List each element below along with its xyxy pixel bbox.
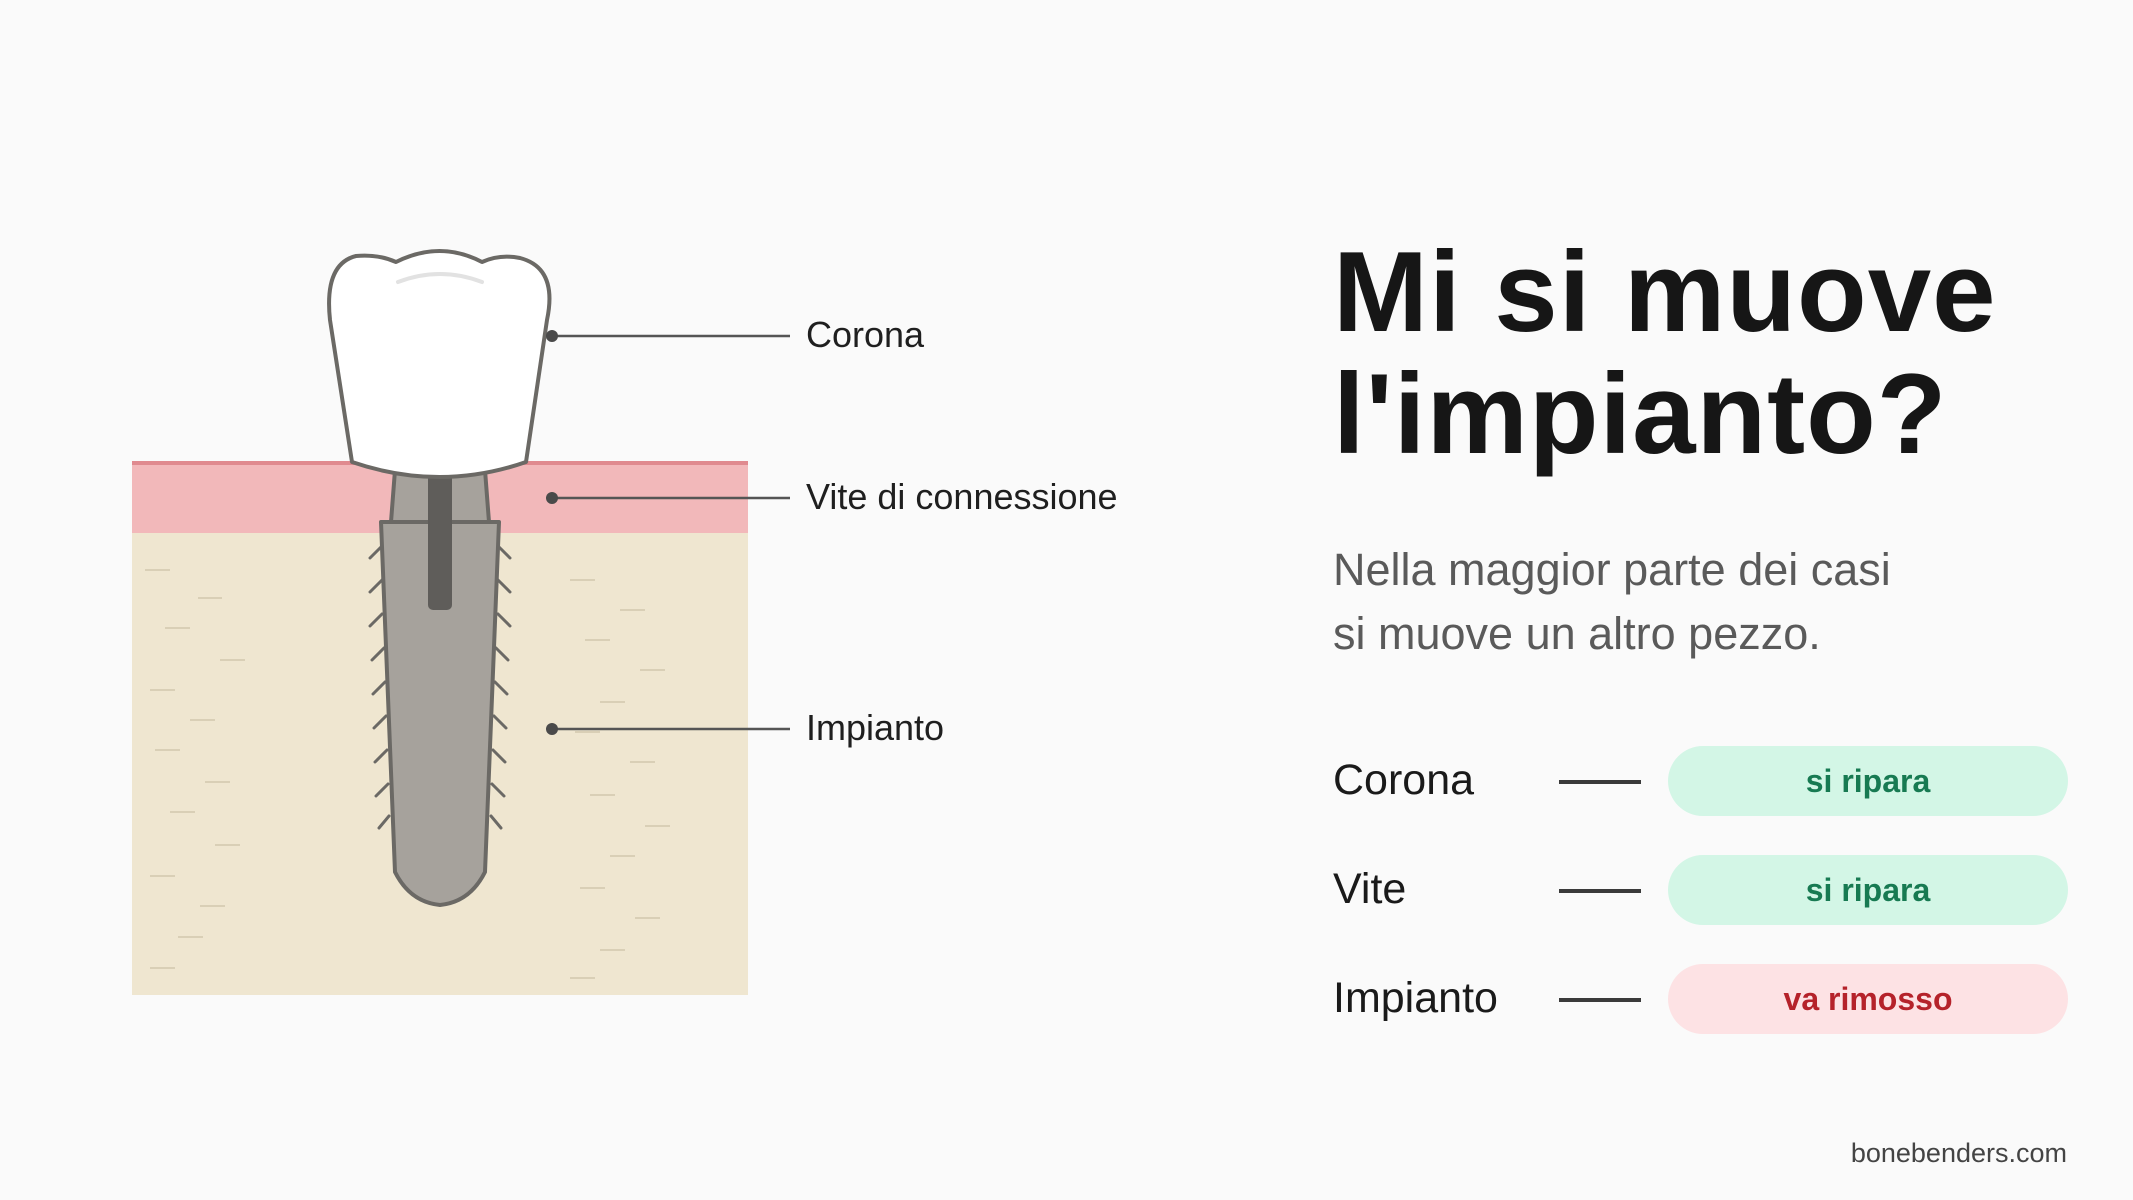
status-row-crown: Corona si ripara (1333, 746, 2068, 816)
callout-leaders (546, 330, 790, 735)
title-line-1: Mi si muove (1333, 229, 1997, 356)
row-dash (1559, 889, 1641, 893)
row-label: Impianto (1333, 974, 1498, 1022)
title-line-2: l'impianto? (1333, 351, 1948, 478)
row-label: Corona (1333, 756, 1475, 804)
subtitle: Nella maggior parte dei casi si muove un… (1333, 538, 1891, 666)
row-label: Vite (1333, 865, 1407, 913)
status-badge: si ripara (1668, 746, 2068, 816)
status-row-screw: Vite si ripara (1333, 855, 2068, 925)
site-credit: bonebenders.com (1850, 1138, 2067, 1168)
row-dash (1559, 998, 1641, 1002)
subtitle-line-1: Nella maggior parte dei casi (1333, 544, 1891, 595)
crown (327, 249, 552, 479)
callout-crown: Corona (806, 314, 925, 355)
subtitle-line-2: si muove un altro pezzo. (1333, 608, 1821, 659)
implant-threads (368, 544, 512, 830)
callout-implant: Impianto (806, 707, 945, 748)
callout-screw: Vite di connessione (806, 476, 1118, 517)
implant-diagram (132, 249, 790, 995)
status-row-implant: Impianto va rimosso (1333, 964, 2068, 1034)
connection-screw (428, 470, 452, 610)
status-badge: va rimosso (1668, 964, 2068, 1034)
status-badge: si ripara (1668, 855, 2068, 925)
row-dash (1559, 780, 1641, 784)
implant-body (379, 520, 501, 907)
page-title: Mi si muove l'impianto? (1333, 232, 1997, 476)
crown-highlight (396, 272, 484, 284)
bone-texture (145, 569, 670, 979)
